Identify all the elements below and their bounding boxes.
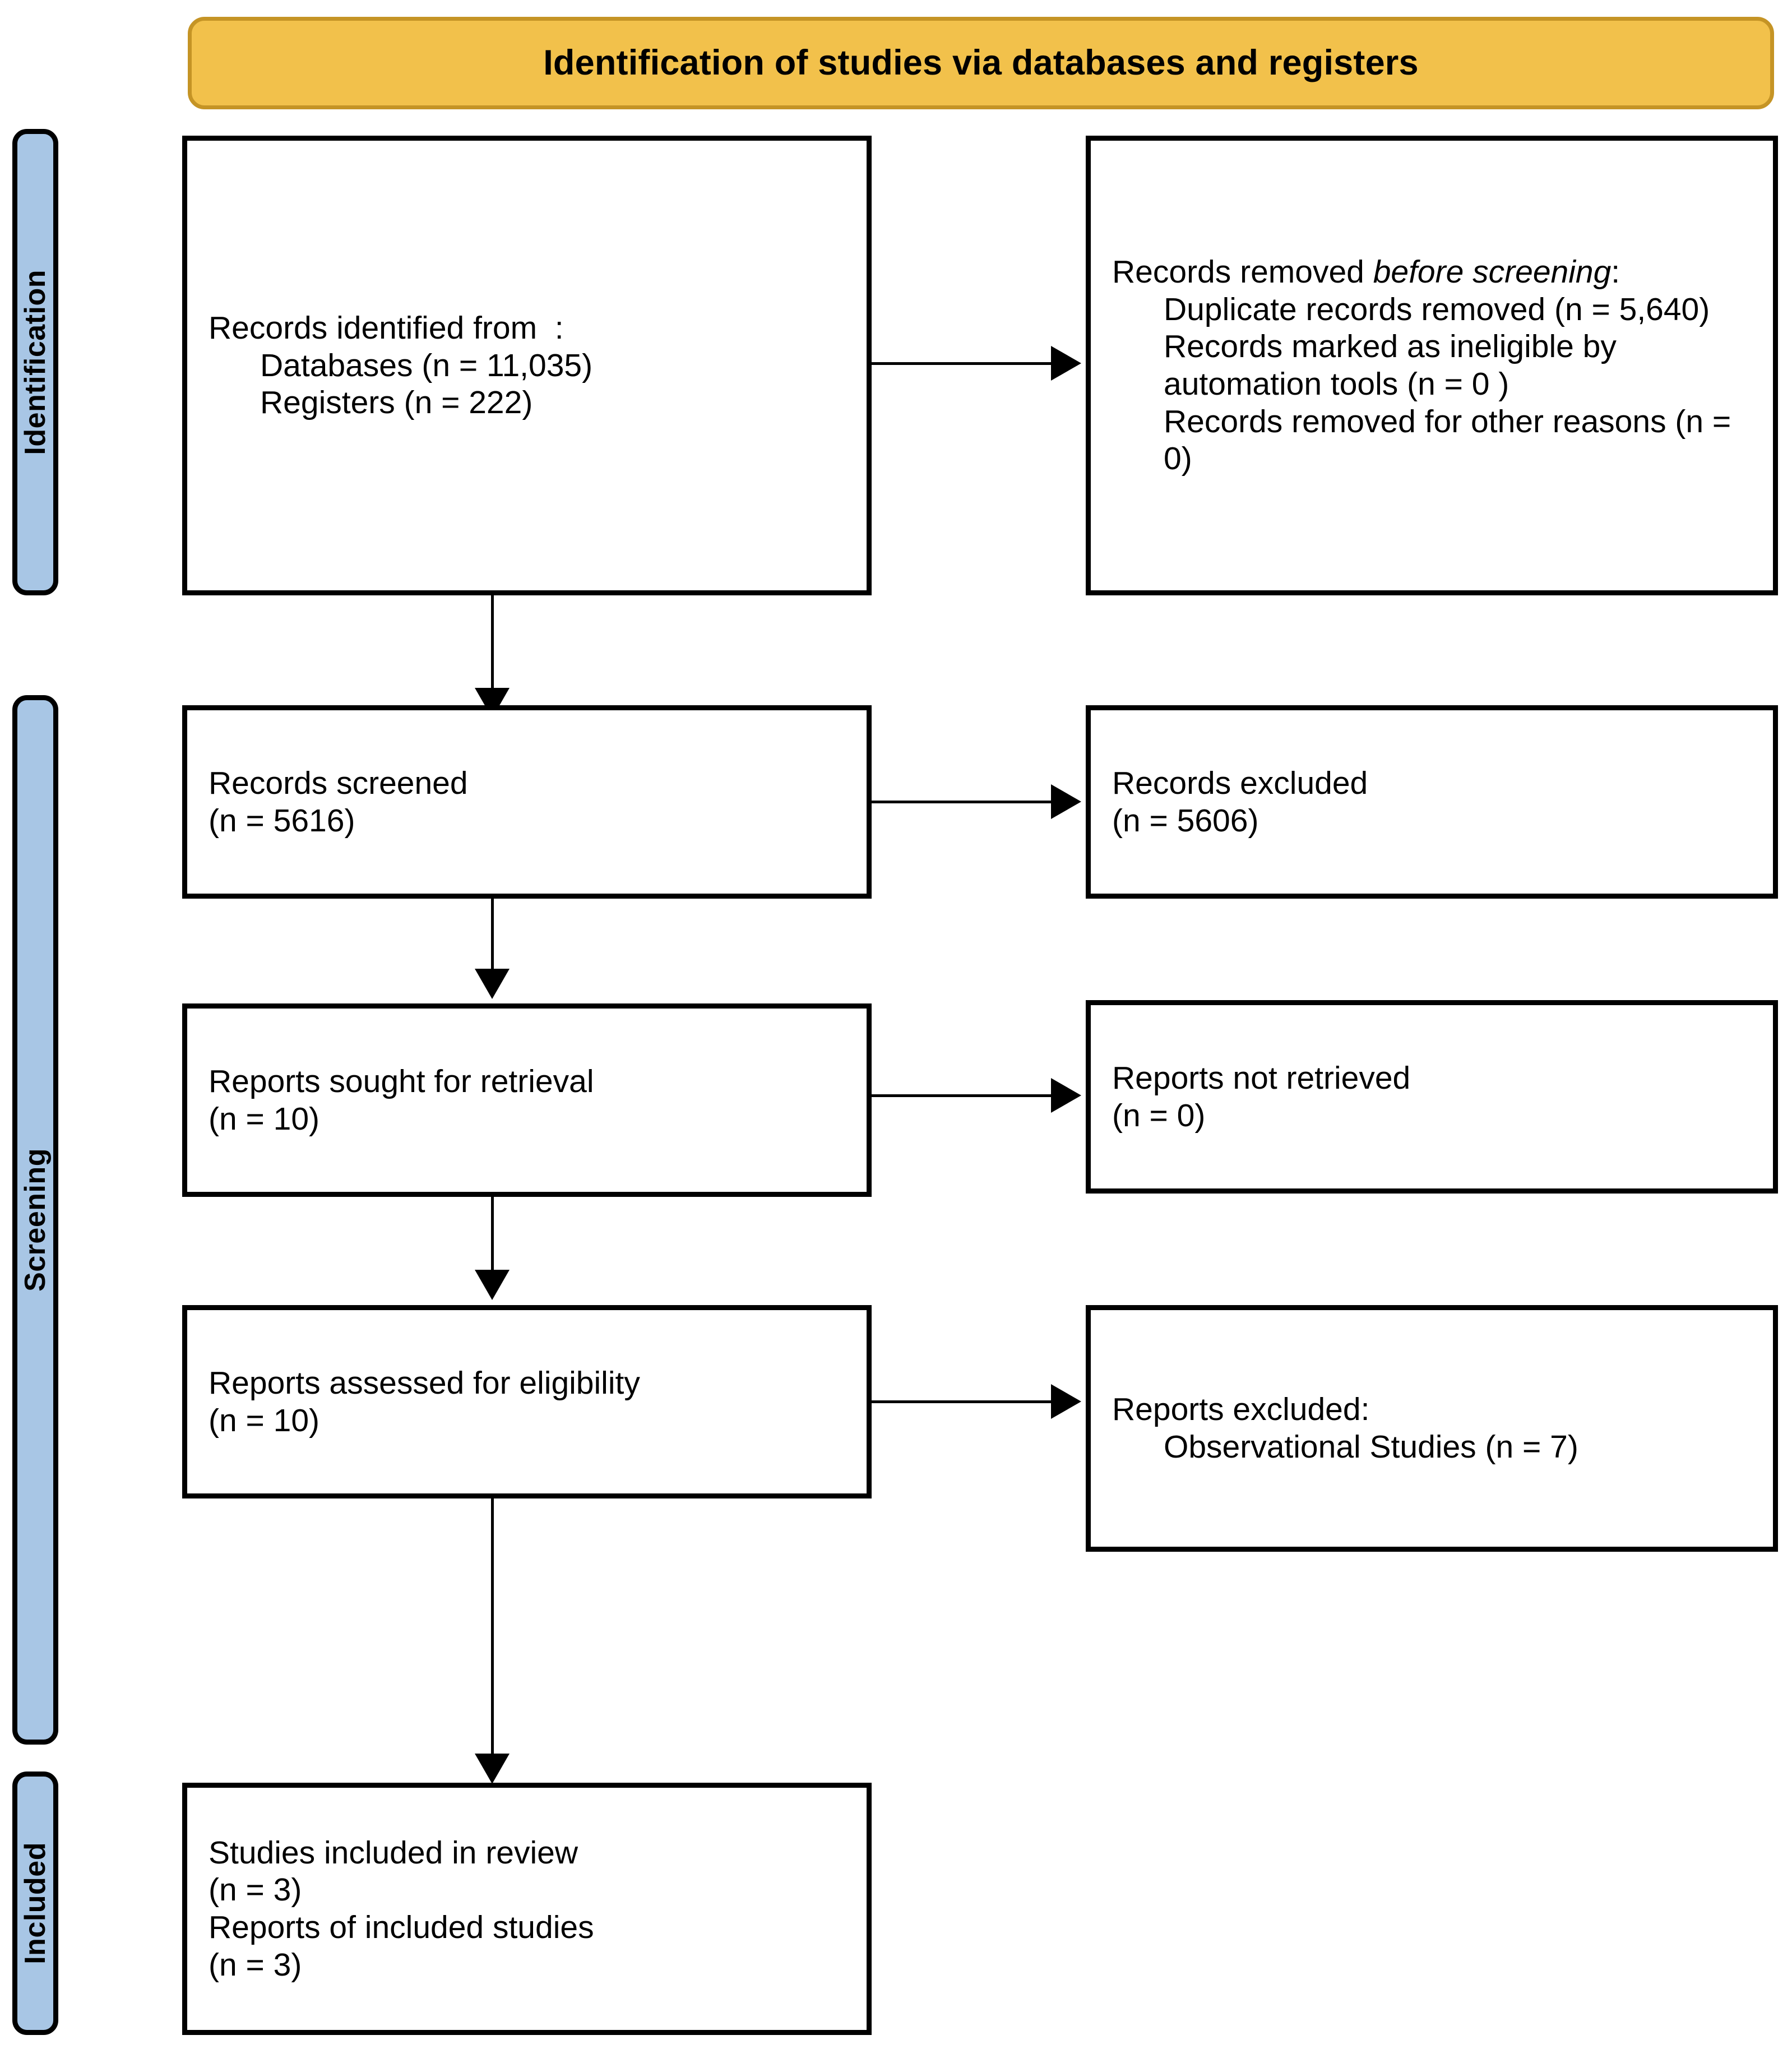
records-removed-line-1: Records removed before screening: <box>1112 253 1752 291</box>
records-excluded-line-2: (n = 5606) <box>1112 802 1259 839</box>
stage-label-screening: Screening <box>12 695 58 1745</box>
stage-label-screening-text: Screening <box>19 1148 52 1292</box>
reports-assessed-line-2: (n = 10) <box>209 1402 320 1439</box>
box-reports-sought: Reports sought for retrieval (n = 10) <box>182 1003 872 1197</box>
connector-assessed-to-excluded <box>872 1400 1051 1403</box>
arrowhead-assessed-to-included <box>475 1754 510 1784</box>
connector-identified-to-screened <box>491 595 494 688</box>
studies-included-line-1: Studies included in review <box>209 1834 578 1871</box>
reports-sought-line-1: Reports sought for retrieval <box>209 1063 594 1099</box>
reports-assessed-line-1: Reports assessed for eligibility <box>209 1365 640 1401</box>
page-title: Identification of studies via databases … <box>543 43 1419 82</box>
connector-sought-to-assessed <box>491 1197 494 1270</box>
records-removed-prefix: Records removed <box>1112 253 1373 290</box>
connector-screened-to-excluded <box>872 801 1051 803</box>
box-records-removed: Records removed before screening: Duplic… <box>1086 136 1778 595</box>
connector-screened-to-sought <box>491 899 494 969</box>
records-removed-line-4: Records removed for other reasons (n = 0… <box>1164 403 1740 477</box>
records-identified-line-3: Registers (n = 222) <box>260 385 533 421</box>
box-reports-not-retrieved: Reports not retrieved (n = 0) <box>1086 1000 1778 1194</box>
box-reports-assessed: Reports assessed for eligibility (n = 10… <box>182 1305 872 1498</box>
studies-included-line-2: (n = 3) <box>209 1872 302 1908</box>
arrowhead-identified-to-removed <box>1051 346 1081 381</box>
records-removed-before-screening: before screening <box>1373 253 1612 290</box>
box-records-identified: Records identified from : Databases (n =… <box>182 136 872 595</box>
records-removed-line-2: Duplicate records removed (n = 5,640) <box>1164 291 1710 327</box>
records-excluded-line-1: Records excluded <box>1112 765 1368 801</box>
connector-assessed-to-included <box>491 1498 494 1754</box>
records-removed-line-3: Records marked as ineligible by automati… <box>1164 329 1626 402</box>
records-identified-line-2: Databases (n = 11,035) <box>260 347 593 383</box>
records-removed-colon: : <box>1611 253 1620 290</box>
reports-excluded-line-2: Observational Studies (n = 7) <box>1164 1429 1578 1465</box>
reports-not-retrieved-line-1: Reports not retrieved <box>1112 1060 1411 1096</box>
arrowhead-screened-to-excluded <box>1051 784 1081 819</box>
arrowhead-assessed-to-excluded <box>1051 1384 1081 1419</box>
studies-included-line-3: Reports of included studies <box>209 1909 594 1945</box>
reports-sought-line-2: (n = 10) <box>209 1100 320 1137</box>
arrowhead-sought-to-assessed <box>475 1270 510 1300</box>
stage-label-identification-text: Identification <box>19 269 52 455</box>
box-studies-included: Studies included in review (n = 3) Repor… <box>182 1783 872 2035</box>
stage-label-included-text: Included <box>19 1842 52 1964</box>
records-identified-line-1: Records identified from : <box>209 309 564 346</box>
arrowhead-sought-to-not-retrieved <box>1051 1078 1081 1113</box>
box-records-screened: Records screened (n = 5616) <box>182 705 872 899</box>
records-screened-line-2: (n = 5616) <box>209 802 355 839</box>
studies-included-line-4: (n = 3) <box>209 1946 302 1983</box>
diagram-header-banner: Identification of studies via databases … <box>188 17 1774 109</box>
reports-excluded-line-1: Reports excluded: <box>1112 1391 1370 1428</box>
records-screened-line-1: Records screened <box>209 765 468 801</box>
box-reports-excluded: Reports excluded: Observational Studies … <box>1086 1305 1778 1552</box>
stage-label-identification: Identification <box>12 129 58 595</box>
box-records-excluded: Records excluded (n = 5606) <box>1086 705 1778 899</box>
arrowhead-screened-to-sought <box>475 969 510 999</box>
connector-sought-to-not-retrieved <box>872 1094 1051 1097</box>
connector-identified-to-removed <box>872 362 1051 365</box>
stage-label-included: Included <box>12 1772 58 2035</box>
reports-not-retrieved-line-2: (n = 0) <box>1112 1097 1206 1134</box>
